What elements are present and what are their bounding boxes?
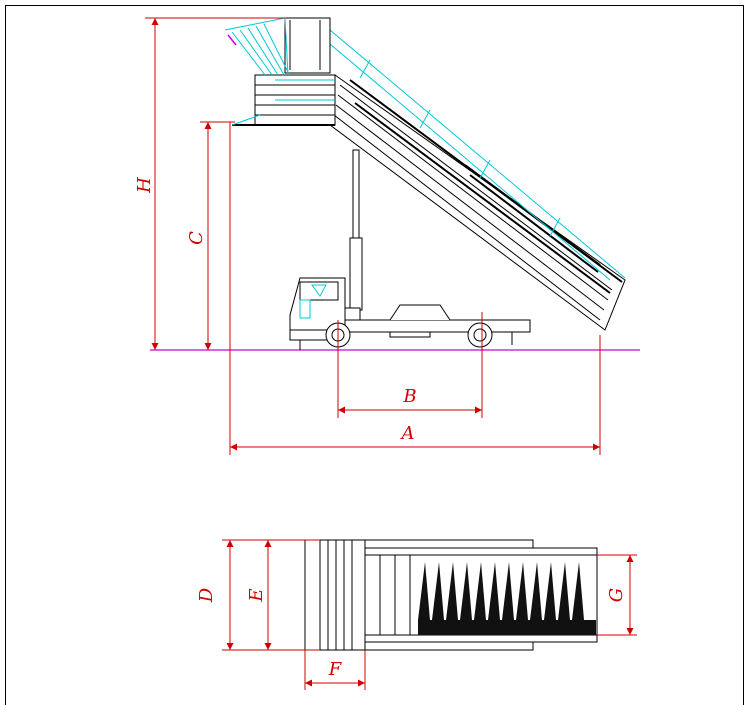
stair-body	[329, 74, 626, 331]
dimension-h-label: H	[134, 177, 155, 194]
dimension-a-label: A	[400, 423, 415, 444]
dimensions-side	[145, 17, 601, 455]
dimension-d-label: D	[196, 587, 217, 603]
canopy	[224, 17, 335, 126]
drawing-frame	[5, 5, 744, 705]
dimension-c-label: C	[186, 231, 207, 245]
dimensions-top	[222, 539, 637, 690]
dimension-e-label: E	[246, 588, 267, 602]
dimension-f-label: F	[328, 659, 343, 680]
chassis	[319, 304, 531, 345]
handrail	[329, 29, 626, 281]
side-view	[150, 17, 640, 351]
lift-cylinder	[349, 149, 363, 311]
dimension-g-label: G	[606, 588, 627, 602]
canopy-accent	[227, 34, 237, 46]
top-view	[304, 539, 598, 651]
top-platform	[232, 17, 336, 126]
top-step-treads	[418, 562, 596, 635]
dimension-b-label: B	[402, 386, 416, 407]
